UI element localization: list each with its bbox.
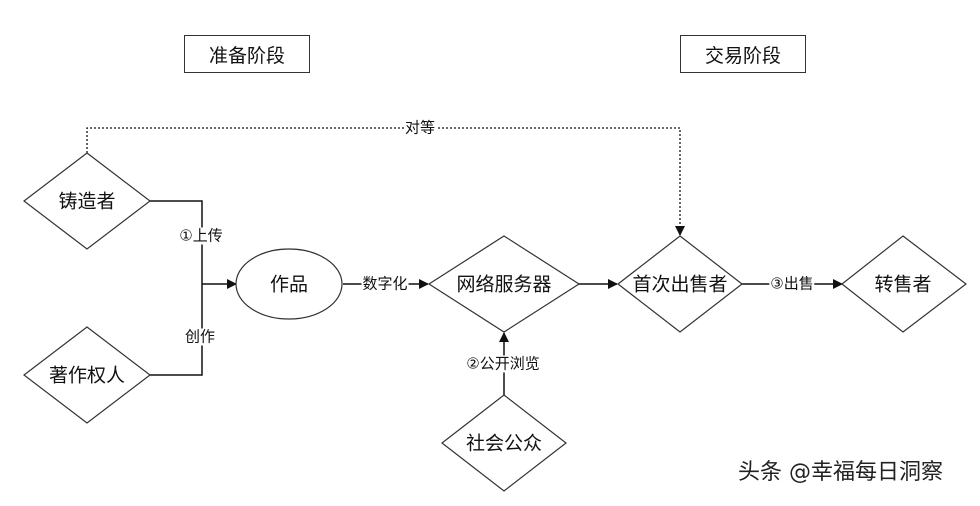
stage-prep-box: 准备阶段 <box>184 35 310 73</box>
node-work-label: 作品 <box>269 273 309 296</box>
edge-digitize-label: 数字化 <box>361 274 409 293</box>
node-copyright-holder-label: 著作权人 <box>48 364 126 387</box>
edge-peer-label: 对等 <box>403 118 437 137</box>
edge-peer-line <box>86 127 685 236</box>
node-public-shape <box>441 394 567 492</box>
node-work-shape <box>235 248 343 320</box>
stage-trade-label: 交易阶段 <box>704 44 781 67</box>
edge-sell-label: ③出售 <box>769 274 815 293</box>
edge-browse-label: ②公开浏览 <box>465 354 541 373</box>
node-public-label: 社会公众 <box>465 432 543 455</box>
node-first-seller-shape <box>617 235 743 333</box>
edge-upload-label: ①上传 <box>178 226 224 245</box>
node-network-server-shape <box>427 235 581 333</box>
edge-holder-to-work <box>150 284 203 376</box>
node-copyright-holder-shape <box>23 326 151 424</box>
node-minter-label: 铸造者 <box>58 190 116 213</box>
node-first-seller-label: 首次出售者 <box>632 273 728 296</box>
edge-minter-to-work <box>148 200 203 284</box>
node-reseller-label: 转售者 <box>874 273 932 296</box>
stage-trade-box: 交易阶段 <box>680 35 806 73</box>
stage-prep-label: 准备阶段 <box>208 44 285 67</box>
edge-create-label: 创作 <box>183 327 217 346</box>
watermark: 头条 @幸福每日洞察 <box>738 460 943 485</box>
node-network-server-label: 网络服务器 <box>456 273 552 296</box>
node-reseller-shape <box>841 235 967 333</box>
node-minter-shape <box>23 152 151 250</box>
